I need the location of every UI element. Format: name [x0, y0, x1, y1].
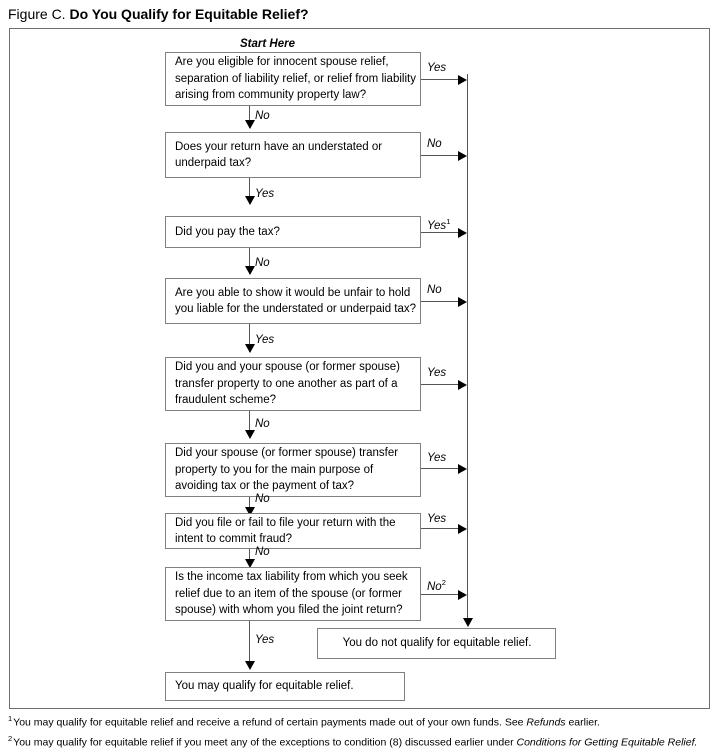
decision-box-avoiding-tax-transfer[interactable]: Did your spouse (or former spouse) trans… [165, 443, 421, 497]
decision-box-eligible-relief[interactable]: Are you eligible for innocent spouse rel… [165, 52, 421, 106]
decision-box-intent-to-commit-fraud[interactable]: Did you file or fail to file your return… [165, 513, 421, 549]
edge-label-q4-yes: Yes [255, 334, 274, 347]
footnote-1-pre: You may qualify for equitable relief and… [13, 717, 526, 729]
edge-q6-yes-arrow [458, 464, 467, 474]
node-line: avoiding tax or the payment of tax? [175, 478, 412, 495]
footnote-1: 1You may qualify for equitable relief an… [8, 711, 718, 731]
edge-label-q8-yes: Yes [255, 634, 274, 647]
edge-q6-yes-line [421, 468, 463, 469]
node-line: underpaid tax? [175, 155, 412, 172]
edge-q2-no-arrow [458, 151, 467, 161]
node-line: spouse) with whom you filed the joint re… [175, 602, 412, 619]
edge-q1-no-arrow [245, 120, 255, 129]
footnote-2-pre: You may qualify for equitable relief if … [13, 736, 516, 748]
node-line: Did you and your spouse (or former spous… [175, 359, 412, 376]
footnote-2: 2You may qualify for equitable relief if… [8, 731, 718, 750]
node-line: property to you for the main purpose of [175, 462, 412, 479]
node-line: arising from community property law? [175, 87, 412, 104]
node-line: separation of liability relief, or relie… [175, 71, 412, 88]
footnote-2-italic: Conditions for Getting Equitable Relief. [517, 736, 698, 748]
decision-box-did-you-pay-tax[interactable]: Did you pay the tax? [165, 216, 421, 248]
edge-label-q1-no: No [255, 110, 270, 123]
edge-q8-no-line [421, 594, 463, 595]
node-line: transfer property to one another as part… [175, 376, 412, 393]
start-here-label: Start Here [240, 38, 295, 50]
node-line: Did you pay the tax? [175, 224, 412, 241]
node-line: Did you file or fail to file your return… [175, 515, 412, 532]
edge-label-q7-yes: Yes [427, 513, 446, 526]
footnote-ref-1: 1 [446, 217, 450, 226]
decision-box-item-of-spouse[interactable]: Is the income tax liability from which y… [165, 567, 421, 621]
edge-label-q6-no: No [255, 493, 270, 506]
node-line: you liable for the understated or underp… [175, 301, 412, 318]
decision-box-fraudulent-scheme-transfer[interactable]: Did you and your spouse (or former spous… [165, 357, 421, 411]
footnote-1-marker: 1 [8, 714, 12, 723]
footnotes: 1You may qualify for equitable relief an… [8, 711, 718, 750]
reject-trunk-line [467, 74, 468, 622]
outcome-box-may-qualify[interactable]: You may qualify for equitable relief. [165, 672, 405, 701]
edge-q7-yes-arrow [458, 524, 467, 534]
edge-label-text: No [427, 581, 442, 593]
edge-label-q5-yes: Yes [427, 367, 446, 380]
node-line: Are you able to show it would be unfair … [175, 285, 412, 302]
edge-label-text: Yes [427, 220, 446, 232]
edge-q5-no-arrow [245, 430, 255, 439]
reject-trunk-arrow [463, 618, 473, 627]
edge-q5-yes-line [421, 384, 463, 385]
footnote-1-post: earlier. [566, 717, 600, 729]
node-line: Does your return have an understated or [175, 139, 412, 156]
edge-label-q2-yes: Yes [255, 188, 274, 201]
edge-label-q5-no: No [255, 418, 270, 431]
edge-q8-yes-arrow [245, 661, 255, 670]
node-line: You may qualify for equitable relief. [175, 678, 396, 695]
edge-q4-no-arrow [458, 297, 467, 307]
footnote-1-italic: Refunds [526, 717, 565, 729]
node-line: You do not qualify for equitable relief. [327, 635, 547, 652]
edge-q4-no-line [421, 301, 463, 302]
decision-box-unfair-to-hold-liable[interactable]: Are you able to show it would be unfair … [165, 278, 421, 324]
edge-label-q3-no: No [255, 257, 270, 270]
edge-q1-yes-line [421, 79, 463, 80]
node-line: fraudulent scheme? [175, 392, 412, 409]
edge-label-q7-no: No [255, 546, 270, 559]
edge-q8-no-arrow [458, 590, 467, 600]
footnote-ref-2: 2 [442, 578, 446, 587]
edge-label-q6-yes: Yes [427, 452, 446, 465]
node-line: relief due to an item of the spouse (or … [175, 586, 412, 603]
node-line: Are you eligible for innocent spouse rel… [175, 54, 412, 71]
edge-label-q3-yes: Yes1 [427, 215, 450, 233]
edge-label-q2-no: No [427, 138, 442, 151]
decision-box-understated-underpaid-tax[interactable]: Does your return have an understated or … [165, 132, 421, 178]
outcome-box-do-not-qualify[interactable]: You do not qualify for equitable relief. [317, 628, 556, 659]
edge-q2-yes-arrow [245, 196, 255, 205]
footnote-2-marker: 2 [8, 734, 12, 743]
edge-label-q1-yes: Yes [427, 62, 446, 75]
edge-q5-yes-arrow [458, 380, 467, 390]
edge-q3-no-arrow [245, 266, 255, 275]
node-line: intent to commit fraud? [175, 531, 412, 548]
edge-q1-yes-arrow [458, 75, 467, 85]
edge-q4-yes-arrow [245, 344, 255, 353]
node-line: Is the income tax liability from which y… [175, 569, 412, 586]
edge-q7-yes-line [421, 528, 463, 529]
edge-label-q4-no: No [427, 284, 442, 297]
node-line: Did your spouse (or former spouse) trans… [175, 445, 412, 462]
edge-q2-no-line [421, 155, 463, 156]
edge-q3-yes-arrow [458, 228, 467, 238]
edge-label-q8-no: No2 [427, 576, 446, 594]
